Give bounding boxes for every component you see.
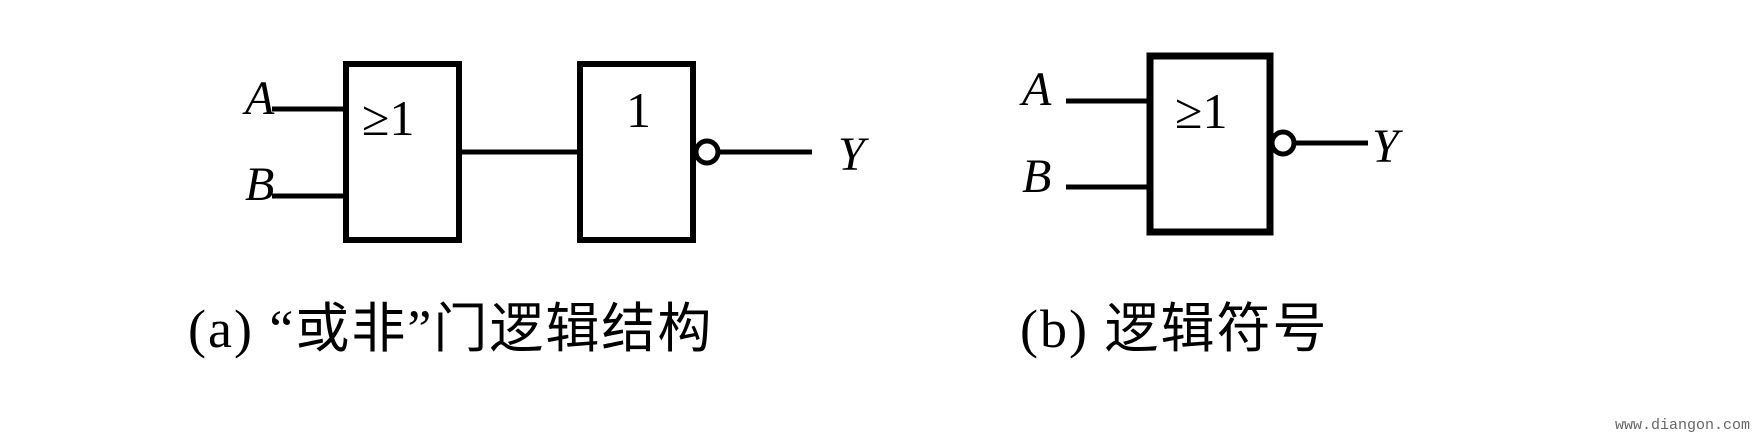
- nor-gate-symbol: ≥1: [1175, 83, 1227, 139]
- output-y-label: Y: [1372, 120, 1403, 173]
- output-y-label: Y: [838, 128, 869, 181]
- input-a-label: A: [242, 72, 275, 125]
- inversion-bubble-icon: [693, 138, 721, 166]
- caption-b: (b) 逻辑符号: [1020, 299, 1329, 359]
- not-gate-box: [577, 61, 696, 243]
- not-gate-symbol: 1: [626, 82, 651, 138]
- inversion-bubble-icon: [1269, 129, 1297, 157]
- figure-b-logic-symbol: A B ≥1 Y: [1019, 52, 1403, 236]
- input-b-label: B: [245, 158, 274, 211]
- input-b-label: B: [1022, 150, 1051, 203]
- or-gate-symbol: ≥1: [362, 90, 414, 146]
- input-a-label: A: [1019, 63, 1052, 116]
- watermark: www.diangon.com: [1614, 417, 1750, 434]
- caption-a: (a) “或非”门逻辑结构: [188, 299, 714, 359]
- figure-a-logic-structure: A B ≥1 1 Y: [242, 61, 869, 243]
